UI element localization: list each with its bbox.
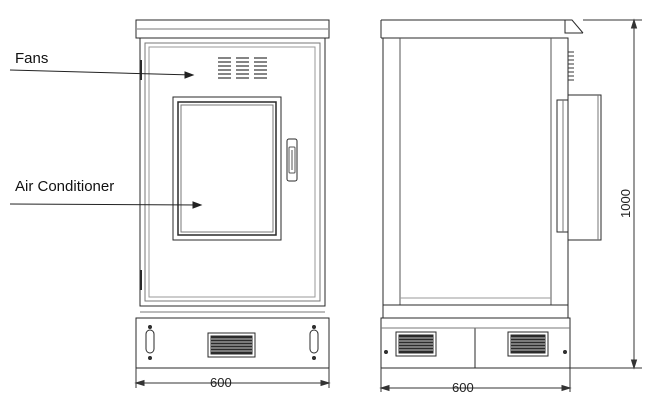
callout-leaders — [10, 70, 201, 208]
air-conditioner-leader-line — [10, 204, 201, 205]
side-width-dimension — [381, 368, 570, 392]
door-handle — [287, 139, 297, 181]
fans-leader-line — [10, 70, 193, 75]
base-slot-left — [146, 330, 154, 353]
base-vent-front — [208, 333, 255, 357]
side-top-cap — [381, 20, 583, 33]
fans-label: Fans — [15, 50, 49, 67]
air-conditioner-window — [173, 97, 281, 240]
front-view — [136, 20, 329, 388]
air-conditioner-label: Air Conditioner — [15, 178, 115, 195]
side-view — [381, 20, 642, 392]
side-body — [383, 38, 568, 318]
front-width-dimension — [136, 368, 329, 388]
base-vent-side-right — [508, 332, 548, 356]
height-value: 1000 — [618, 189, 633, 218]
front-width-value: 600 — [210, 375, 232, 390]
base-slot-right — [310, 330, 318, 353]
side-air-conditioner-unit — [557, 95, 601, 240]
front-door-outline — [145, 43, 320, 301]
height-dimension — [570, 20, 642, 368]
fan-vents — [218, 58, 267, 78]
side-width-value: 600 — [452, 380, 474, 395]
base-vent-side-left — [396, 332, 436, 356]
front-base — [136, 318, 329, 368]
